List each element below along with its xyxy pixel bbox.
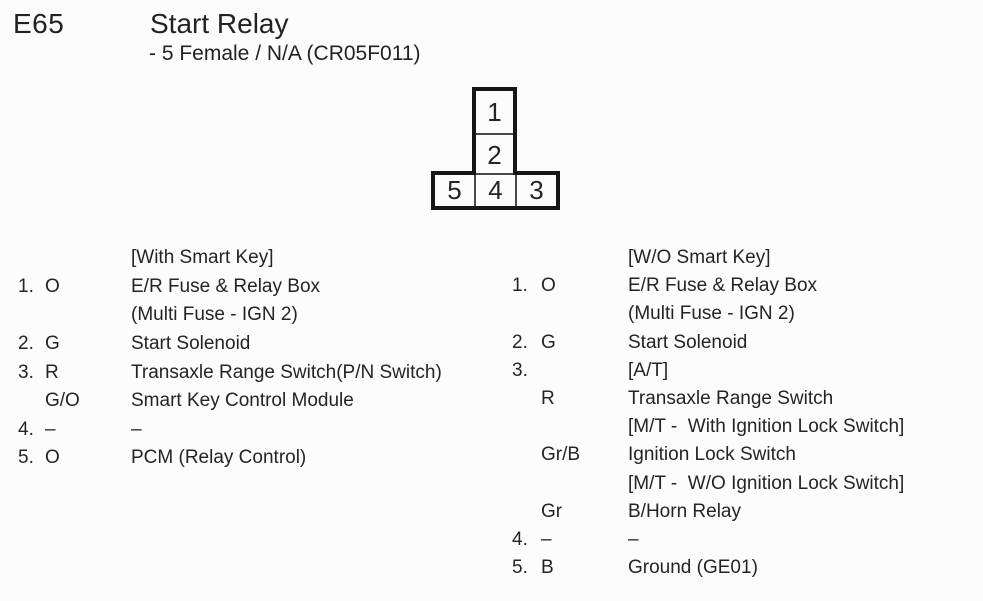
pin-number: 4. [18,418,34,440]
pin-description: Start Solenoid [628,331,748,353]
pinout-row: [M/T - With Ignition Lock Switch] [512,413,980,441]
pin-description: [A/T] [628,359,669,381]
pin-cell-1: 1 [487,96,502,127]
pin-description: Ignition Lock Switch [628,444,796,466]
pinout-row: 2. G Start Solenoid [512,329,980,357]
pin-description: – [628,528,639,550]
pin-number: 5. [512,557,528,579]
pin-description: [M/T - With Ignition Lock Switch] [628,416,905,438]
wire-color: G [541,331,556,353]
pin-description: Transaxle Range Switch(P/N Switch) [131,361,442,383]
pinout-row: G/O Smart Key Control Module [18,387,518,416]
pinout-row: 2. G Start Solenoid [18,330,518,359]
pin-number: 2. [18,333,34,355]
wire-color: O [45,447,60,469]
wire-color: Gr [541,500,563,522]
wire-color: B [541,557,554,579]
pinout-row: Gr B/Horn Relay [512,498,980,526]
pinout-without-smart-key: [W/O Smart Key] 1. O E/R Fuse & Relay Bo… [512,244,980,582]
pinout-with-smart-key: [With Smart Key] 1. O E/R Fuse & Relay B… [18,244,518,473]
wire-color: G/O [45,390,80,412]
pinout-row: 3. [A/T] [512,357,980,385]
pin-number: 2. [512,331,528,353]
wire-color: G [45,333,60,355]
pinout-row: 3. R Transaxle Range Switch(P/N Switch) [18,358,518,387]
wire-color: R [45,361,59,383]
pinout-row: (Multi Fuse - IGN 2) [18,301,518,330]
pin-cell-3: 3 [515,175,556,206]
diagram-top-stack: 1 2 [472,87,517,175]
pinout-row: R Transaxle Range Switch [512,385,980,413]
pin-description: – [131,418,142,440]
page-title: Start Relay [150,8,289,39]
wire-color: – [45,418,56,440]
pin-cell-2: 2 [476,133,513,175]
pin-description: PCM (Relay Control) [131,447,307,469]
pin-number: 4. [512,528,528,550]
pinout-row: [M/T - W/O Ignition Lock Switch] [512,470,980,498]
pin-description: E/R Fuse & Relay Box [131,275,321,297]
variant-header-row: [With Smart Key] [18,244,518,273]
connector-id: E65 [13,8,65,39]
pin-number: 1. [512,275,528,297]
pin-description: [M/T - W/O Ignition Lock Switch] [628,472,905,494]
wire-color: Gr/B [541,444,581,466]
pin-description: (Multi Fuse - IGN 2) [628,303,795,325]
pin-cell-4: 4 [474,175,515,206]
pin-description: E/R Fuse & Relay Box [628,275,818,297]
diagram-bottom-row: 5 4 3 [431,171,560,210]
pin-number: 3. [18,361,34,383]
wire-color: R [541,388,555,410]
wire-color: O [45,275,60,297]
connector-spec: - 5 Female / N/A (CR05F011) [149,42,421,65]
wire-color: – [541,528,552,550]
pinout-row: (Multi Fuse - IGN 2) [512,300,980,328]
pin-description: Transaxle Range Switch [628,388,834,410]
pin-number: 1. [18,275,34,297]
pinout-row: Gr/B Ignition Lock Switch [512,441,980,469]
pinout-row: 1. O E/R Fuse & Relay Box [18,273,518,302]
variant-header: [W/O Smart Key] [628,247,771,269]
pin-description: (Multi Fuse - IGN 2) [131,304,298,326]
variant-header: [With Smart Key] [131,247,274,269]
pin-description: B/Horn Relay [628,500,741,522]
pin-number: 3. [512,359,528,381]
pin-description: Smart Key Control Module [131,390,354,412]
pin-number: 5. [18,447,34,469]
pin-description: Ground (GE01) [628,557,758,579]
pinout-row: 1. O E/R Fuse & Relay Box [512,272,980,300]
variant-header-row: [W/O Smart Key] [512,244,980,272]
pinout-row: 5. O PCM (Relay Control) [18,444,518,473]
connector-pin-diagram: 5 4 3 1 2 [431,87,560,210]
wire-color: O [541,275,556,297]
pinout-row: 4. – – [512,526,980,554]
pin-description: Start Solenoid [131,333,251,355]
pin-cell-5: 5 [447,175,462,205]
pinout-row: 5. B Ground (GE01) [512,554,980,582]
pinout-row: 4. – – [18,416,518,445]
